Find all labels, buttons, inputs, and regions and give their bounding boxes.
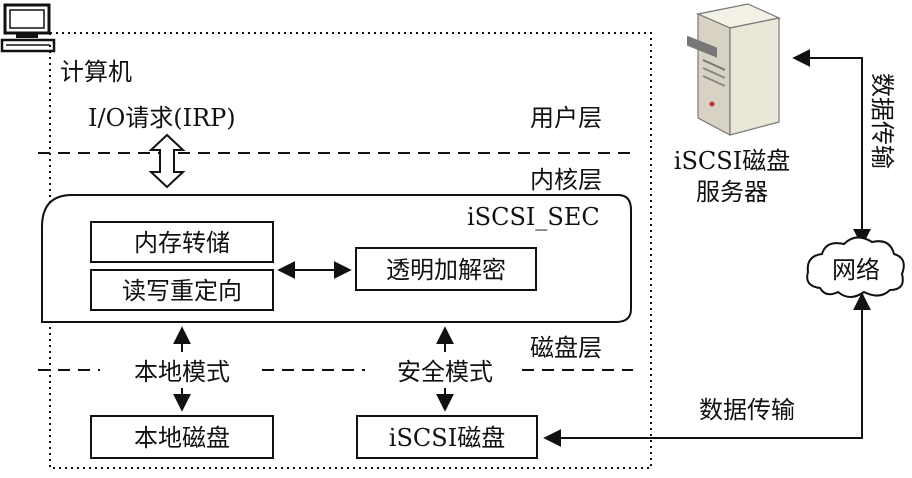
local-disk-label: 本地磁盘 <box>134 424 230 452</box>
transparent-encrypt-box <box>355 247 537 291</box>
transfer-label-right: 数据传输 <box>868 73 896 169</box>
secure-mode-label: 安全模式 <box>397 358 493 386</box>
read-write-redirect-label: 读写重定向 <box>122 277 242 305</box>
iscsi-disk-box <box>356 415 538 459</box>
irp-double-arrow <box>148 133 186 189</box>
local-mode-label: 本地模式 <box>134 358 230 386</box>
read-write-redirect-box <box>90 269 274 311</box>
computer-icon <box>0 3 56 53</box>
transparent-encrypt-label: 透明加解密 <box>386 256 506 284</box>
iscsi-sec-module-name: iSCSI_SEC <box>467 203 600 231</box>
kernel-layer-label: 内核层 <box>530 166 602 194</box>
local-disk-box <box>90 415 274 459</box>
io-request-label: I/O请求(IRP) <box>88 104 236 132</box>
memory-dump-label: 内存转储 <box>134 229 230 257</box>
transfer-label-bottom: 数据传输 <box>699 396 795 424</box>
server-label-line1: iSCSI磁盘 <box>674 147 790 175</box>
computer-label: 计算机 <box>60 58 132 86</box>
server-label-line2: 服务器 <box>696 178 768 206</box>
server-network-arrow <box>792 49 871 247</box>
server-icon <box>687 3 781 136</box>
disk-layer-label: 磁盘层 <box>530 334 602 362</box>
user-layer-label: 用户层 <box>530 104 602 132</box>
network-iscsi-disk-arrow <box>543 292 871 447</box>
memory-dump-box <box>90 221 274 263</box>
iscsi-disk-label: iSCSI磁盘 <box>389 424 505 452</box>
network-label: 网络 <box>832 256 880 284</box>
